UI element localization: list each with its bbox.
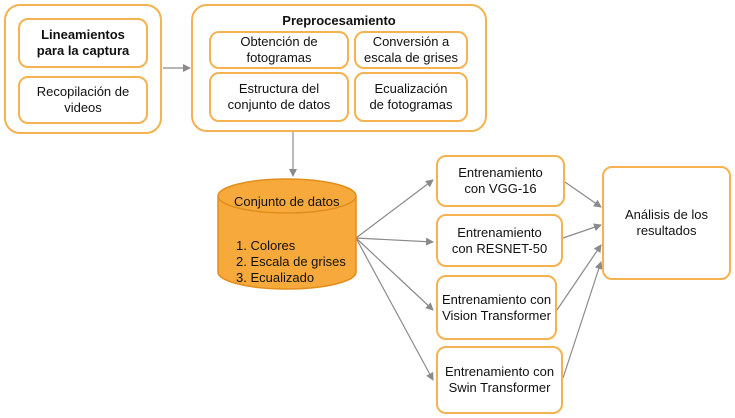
training-vit-label: Entrenamiento con Vision Transformer (441, 291, 552, 323)
arrow-dataset-to-vit (355, 237, 434, 311)
training-vit-box: Entrenamiento con Vision Transformer (436, 275, 557, 340)
dataset-structure-label: Estructura del conjunto de datos (227, 81, 331, 112)
preprocessing-title: Preprocesamiento (282, 13, 396, 28)
results-analysis-label: Análisis de los resultados (624, 207, 709, 238)
arrow-swin-to-analysis (562, 261, 603, 379)
arrow-resnet50-to-analysis (562, 223, 602, 239)
video-collection-box: Recopilación de videos (18, 76, 148, 124)
arrow-dataset-to-vgg16 (355, 179, 434, 239)
training-swin-box: Entrenamiento con Swin Transformer (436, 346, 563, 414)
training-swin-label: Entrenamiento con Swin Transformer (444, 364, 555, 395)
capture-guidelines-box: Lineamientos para la captura (18, 18, 148, 68)
training-resnet50-box: Entrenamiento con RESNET-50 (436, 214, 563, 267)
arrow-vit-to-analysis (556, 244, 602, 311)
grayscale-conversion-label: Conversión a escala de grises (364, 34, 458, 65)
dataset-item-equalized: 3. Ecualizado (236, 270, 315, 285)
training-resnet50-label: Entrenamiento con RESNET-50 (451, 224, 548, 256)
results-analysis-box: Análisis de los resultados (602, 166, 731, 280)
frame-equalization-box: Ecualización de fotogramas (354, 72, 468, 122)
arrow-vgg16-to-analysis (564, 181, 602, 208)
frame-extraction-label: Obtención de fotogramas (240, 34, 318, 65)
frame-equalization-label: Ecualización de fotogramas (369, 81, 453, 112)
capture-guidelines-label: Lineamientos para la captura (36, 27, 130, 58)
training-vgg16-box: Entrenamiento con VGG-16 (436, 155, 565, 207)
dataset-item-colors: 1. Colores (236, 238, 296, 253)
dataset-structure-box: Estructura del conjunto de datos (209, 72, 349, 122)
dataset-item-grayscale: 2. Escala de grises (236, 254, 346, 269)
frame-extraction-box: Obtención de fotogramas (209, 31, 349, 69)
video-collection-label: Recopilación de videos (36, 84, 130, 115)
grayscale-conversion-box: Conversión a escala de grises (354, 31, 468, 69)
training-vgg16-label: Entrenamiento con VGG-16 (458, 165, 543, 196)
arrow-dataset-to-swin (355, 237, 434, 381)
dataset-title: Conjunto de datos (234, 194, 340, 209)
arrow-dataset-to-resnet50 (355, 237, 434, 246)
